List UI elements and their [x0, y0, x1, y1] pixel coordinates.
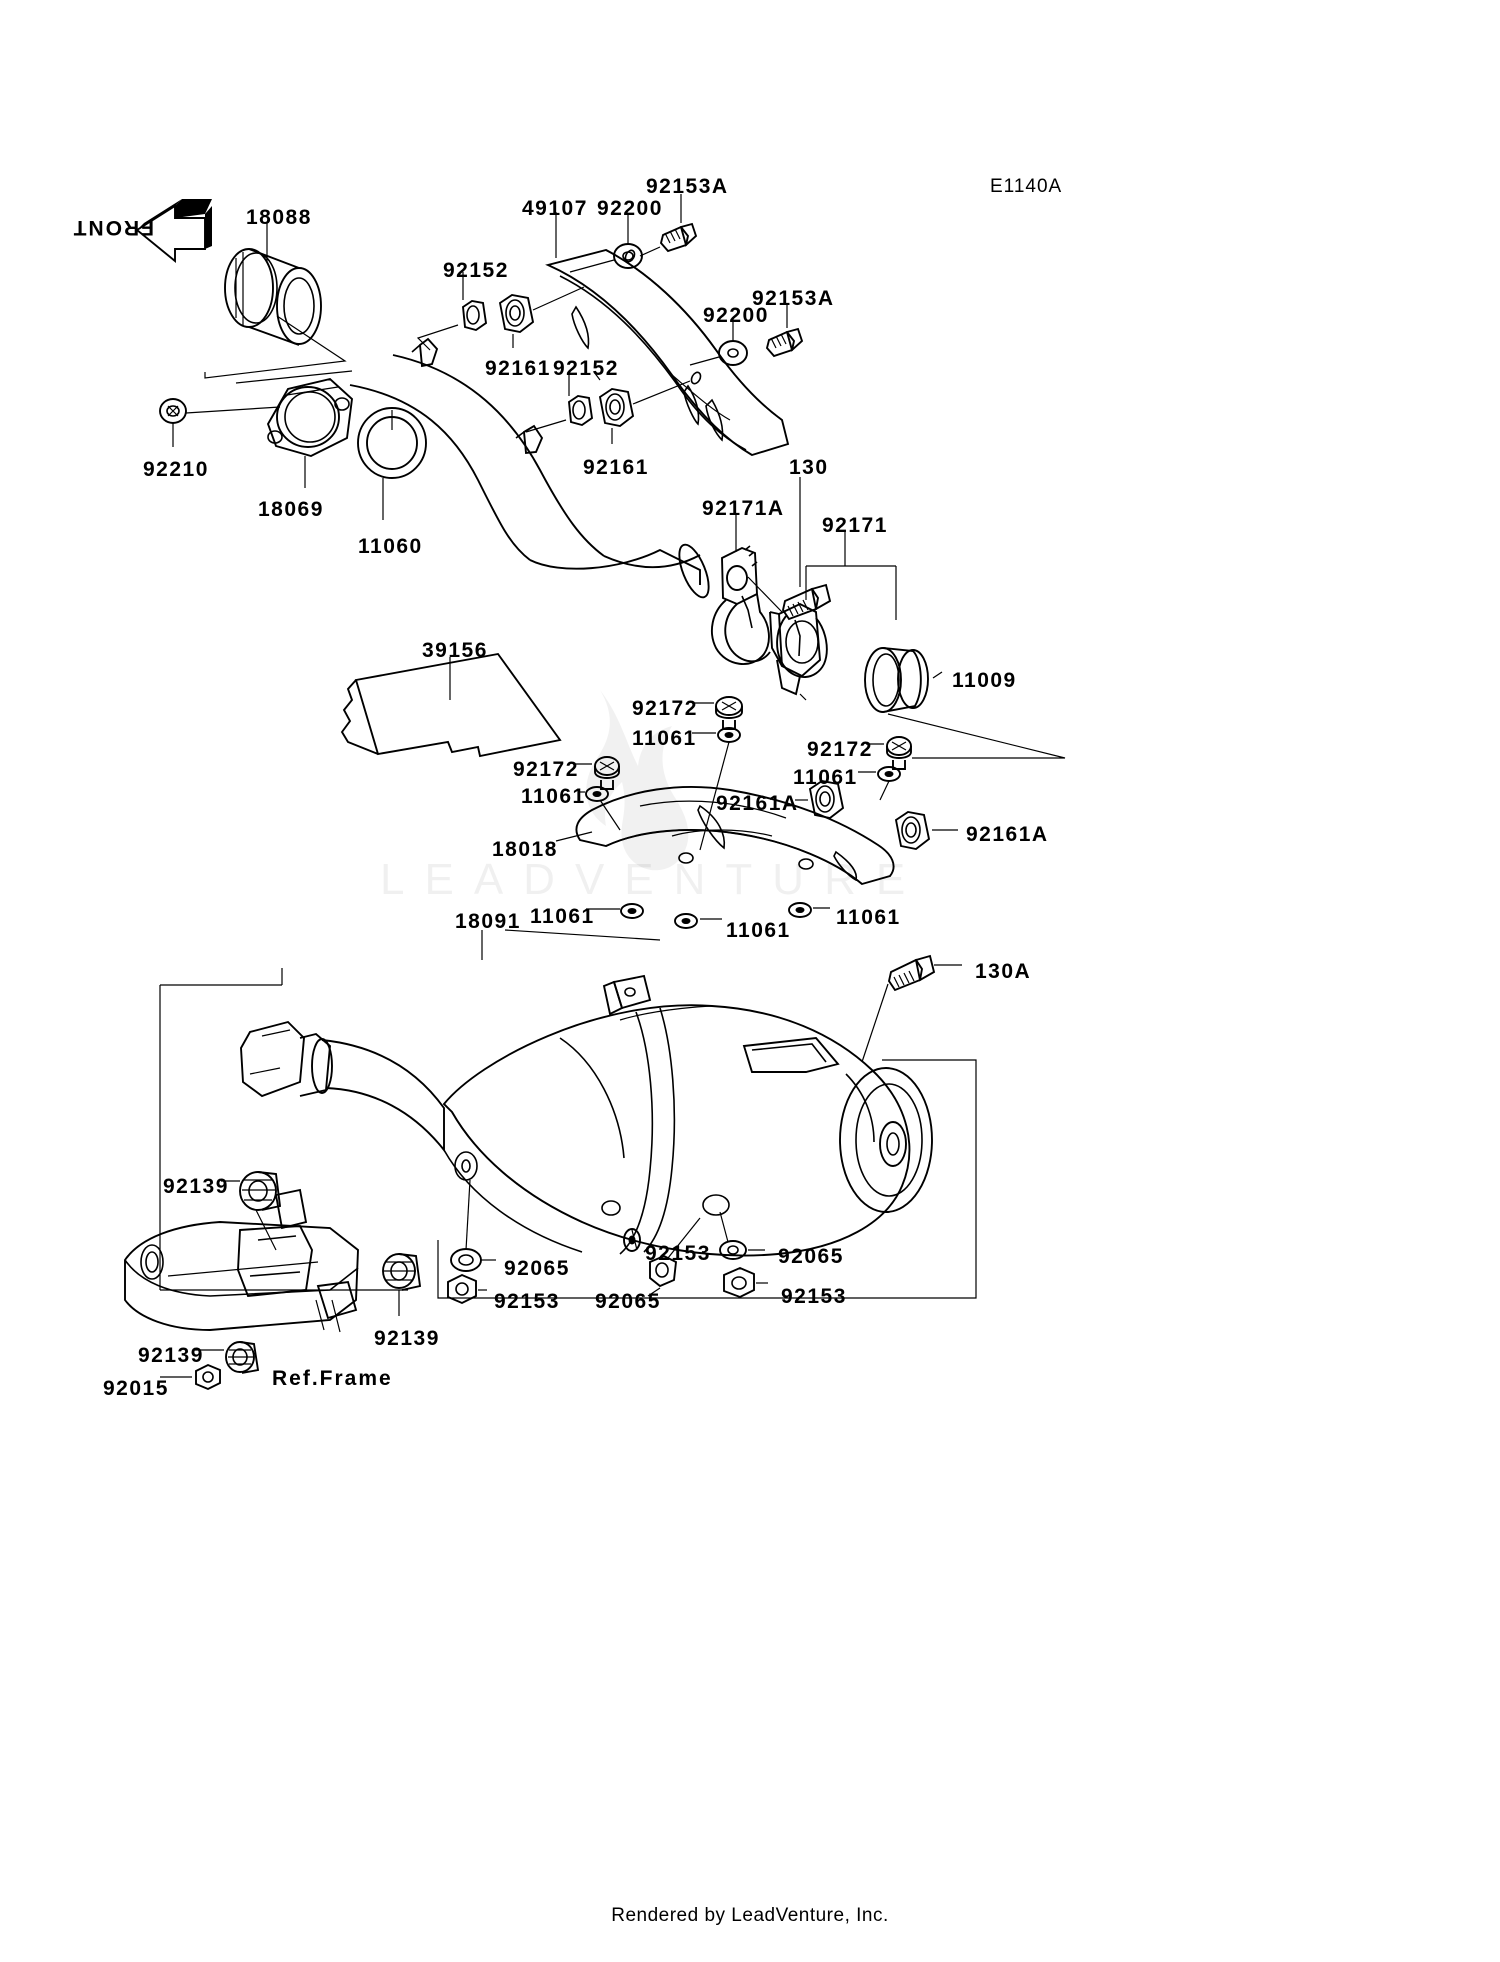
callout-92161-2: 92161 [583, 456, 649, 479]
callout-92153-2: 92153 [494, 1290, 560, 1313]
part-92161A-grommet-1 [808, 779, 845, 820]
part-92153-nut-2 [723, 1266, 755, 1299]
callout-92161A-2: 92161A [966, 823, 1049, 846]
part-92153A-bolt-top [659, 222, 698, 253]
callout-130A: 130A [975, 960, 1032, 983]
part-92065-plug-2 [649, 1254, 678, 1288]
part-18091-muffler [240, 974, 933, 1257]
callout-92065-2: 92065 [778, 1245, 844, 1268]
callout-92200: 92200 [597, 197, 663, 220]
part-exhaust-pipe-body [349, 354, 710, 599]
callout-92139: 92139 [163, 1175, 229, 1198]
callout-92153-3: 92153 [781, 1285, 847, 1308]
callout-11009: 11009 [952, 669, 1017, 692]
part-39156-damper-pad [340, 652, 562, 758]
callout-92171A: 92171A [702, 497, 785, 520]
render-credit-footer: Rendered by LeadVenture, Inc. [611, 1905, 889, 1926]
diagram-code: E1140A [990, 176, 1063, 197]
part-92172-screw-2 [594, 756, 620, 790]
watermark-text: LEADVENTURE [380, 855, 926, 904]
part-49107-pipe-heat-shield [545, 248, 790, 457]
part-11061-washer-3 [877, 766, 901, 782]
part-11061-washer-5 [674, 913, 698, 929]
callout-92153A: 92153A [646, 175, 729, 198]
callout-130: 130 [789, 456, 829, 479]
callout-18018: 18018 [492, 838, 558, 861]
pipe-mount-tabs [411, 337, 544, 455]
part-92161A-grommet-2 [894, 810, 931, 851]
callout-92152-2: 92152 [553, 357, 619, 380]
part-92200-washer-lower [718, 340, 748, 366]
callout-11061-4: 11061 [530, 905, 595, 928]
callout-11061-6: 11061 [836, 906, 901, 929]
callout-92210: 92210 [143, 458, 209, 481]
part-92139-bushing-lower [225, 1341, 260, 1374]
part-92065-plug-1 [450, 1248, 482, 1272]
flame-watermark-icon [586, 690, 689, 871]
callout-49107: 49107 [522, 197, 588, 220]
part-130A-bolt [887, 954, 936, 992]
callout-92171: 92171 [822, 514, 888, 537]
ref-frame-label: Ref.Frame [272, 1367, 393, 1390]
part-18088-pipe-holder [224, 248, 322, 346]
callout-11060: 11060 [358, 535, 423, 558]
part-92139-bushing-upper [239, 1171, 282, 1211]
part-18018-muffler-heat-shield [575, 786, 895, 886]
callout-11061-2: 11061 [521, 785, 586, 808]
ref-frame-bracket [124, 1188, 359, 1333]
callout-11061-5: 11061 [726, 919, 791, 942]
part-92172-screw-3 [886, 736, 912, 770]
callout-18088: 18088 [246, 206, 312, 229]
part-92171-clamp-bracket [769, 602, 828, 696]
part-92015-nut [195, 1363, 221, 1391]
callout-18069: 18069 [258, 498, 324, 521]
part-130-bolt [781, 583, 832, 621]
part-11009-gasket-ring [864, 647, 929, 713]
callout-18091: 18091 [455, 910, 521, 933]
callout-11061-3: 11061 [793, 766, 858, 789]
part-11061-washer-1 [717, 727, 741, 743]
part-92161-damper-lower [598, 387, 635, 428]
callout-92065-3: 92065 [595, 1290, 661, 1313]
callout-92152: 92152 [443, 259, 509, 282]
callout-92161: 92161 [485, 357, 551, 380]
callout-92161A: 92161A [716, 792, 799, 815]
callout-11061: 11061 [632, 727, 697, 750]
front-arrow-icon: FRONT [72, 199, 212, 264]
callout-92172-2: 92172 [513, 758, 579, 781]
callout-92172-3: 92172 [807, 738, 873, 761]
part-92210-nut [159, 398, 187, 424]
callout-92200-2: 92200 [703, 304, 769, 327]
part-11061-washer-2 [585, 786, 609, 802]
callout-92153A-2: 92153A [752, 287, 835, 310]
callout-92139-2: 92139 [374, 1327, 440, 1350]
callout-92015: 92015 [103, 1377, 169, 1400]
part-92153A-bolt-lower [765, 327, 804, 358]
callout-92172: 92172 [632, 697, 698, 720]
part-92152-collar-lower [567, 394, 594, 427]
part-92171A-clamp [711, 545, 771, 665]
callout-92139-3: 92139 [138, 1344, 204, 1367]
part-11061-washer-6 [788, 902, 812, 918]
part-92139-bushing-right [382, 1253, 422, 1291]
callout-92153: 92153 [645, 1242, 711, 1265]
part-92172-screw-1 [715, 696, 743, 730]
part-92152-collar-top [461, 299, 488, 332]
part-92153-nut-1 [447, 1273, 477, 1305]
part-92161-damper-top [498, 293, 535, 334]
callout-92065: 92065 [504, 1257, 570, 1280]
part-18069-exhaust-flange [266, 377, 354, 458]
part-11061-washer-4 [620, 903, 644, 919]
svg-text:FRONT: FRONT [72, 216, 154, 239]
callout-39156: 39156 [422, 639, 488, 662]
part-92065-washer-right [719, 1240, 747, 1260]
